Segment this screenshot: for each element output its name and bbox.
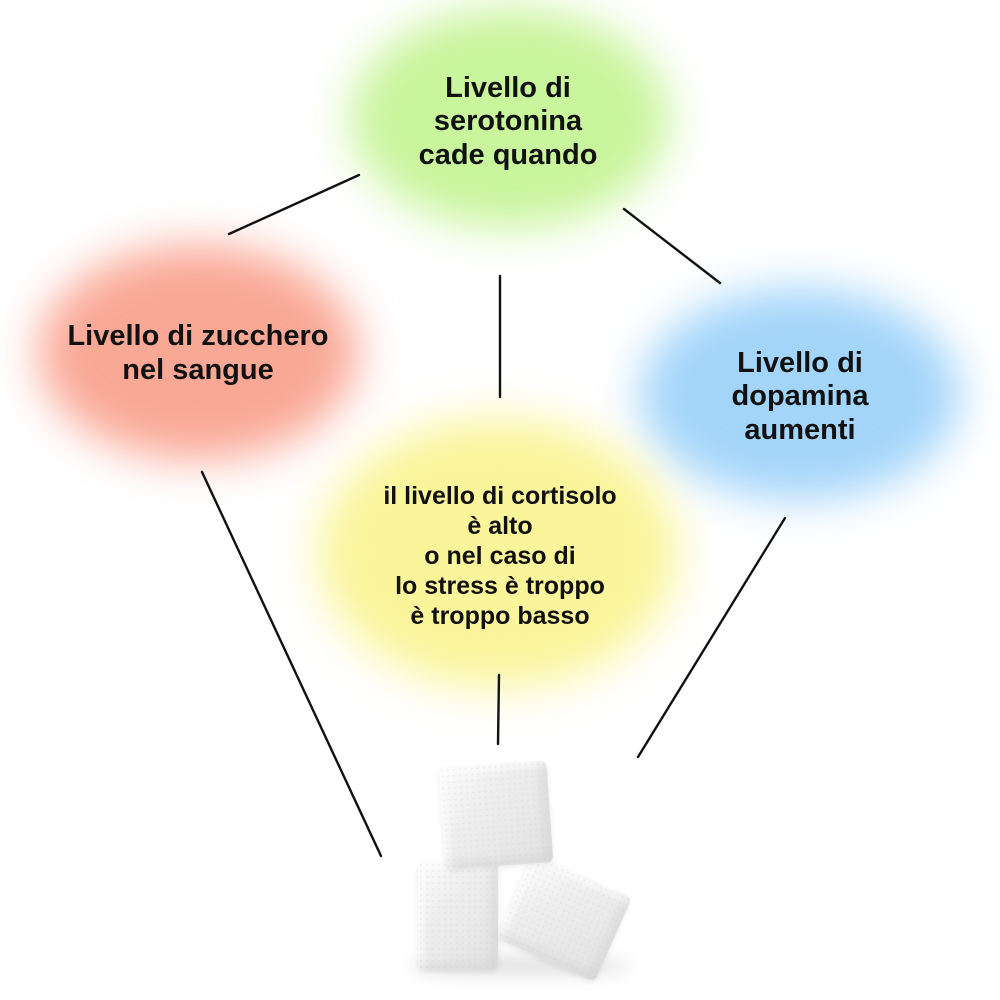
blob-serotonina <box>350 8 670 228</box>
node-cortisolo-line-3: o nel caso di <box>424 542 576 570</box>
node-dopamina-line-2: dopamina <box>731 380 869 413</box>
node-cortisolo-line-2: è alto <box>467 512 533 540</box>
node-serotonina-line-2: serotonina <box>433 105 583 138</box>
node-dopamina-line-3: aumenti <box>744 413 856 446</box>
blob-cortisolo <box>318 418 678 688</box>
node-cortisolo-line-1: il livello di cortisolo <box>383 482 617 510</box>
node-cortisolo-line-5: è troppo basso <box>410 602 590 630</box>
node-zucchero: Livello di zucchero nel sangue <box>28 314 368 394</box>
sugar-cubes-image <box>400 750 640 990</box>
node-cortisolo-line-4: lo stress è troppo <box>395 572 605 600</box>
connector-cortisolo-sugar <box>496 673 501 746</box>
blob-dopamina <box>640 288 960 500</box>
sugar-cube-bottom-left <box>418 862 498 970</box>
node-cortisolo: il livello di cortisolo è alto o nel cas… <box>320 476 680 636</box>
node-serotonina: Livello di serotonina cade quando <box>358 66 658 178</box>
connector-zucchero-sugar <box>200 470 383 858</box>
node-zucchero-line-2: nel sangue <box>122 354 274 386</box>
node-dopamina: Livello di dopamina aumenti <box>650 340 950 454</box>
blob-zucchero <box>38 245 358 460</box>
node-zucchero-line-1: Livello di zucchero <box>67 320 329 353</box>
connector-serotonina-dopamina <box>622 207 722 285</box>
connector-dopamina-sugar <box>636 516 787 759</box>
connector-zucchero-serotonina <box>227 173 361 236</box>
sugar-cube-top <box>438 760 554 870</box>
node-serotonina-line-3: cade quando <box>418 138 598 171</box>
node-dopamina-line-1: Livello di <box>737 346 863 379</box>
node-serotonina-line-1: Livello di <box>445 71 571 104</box>
